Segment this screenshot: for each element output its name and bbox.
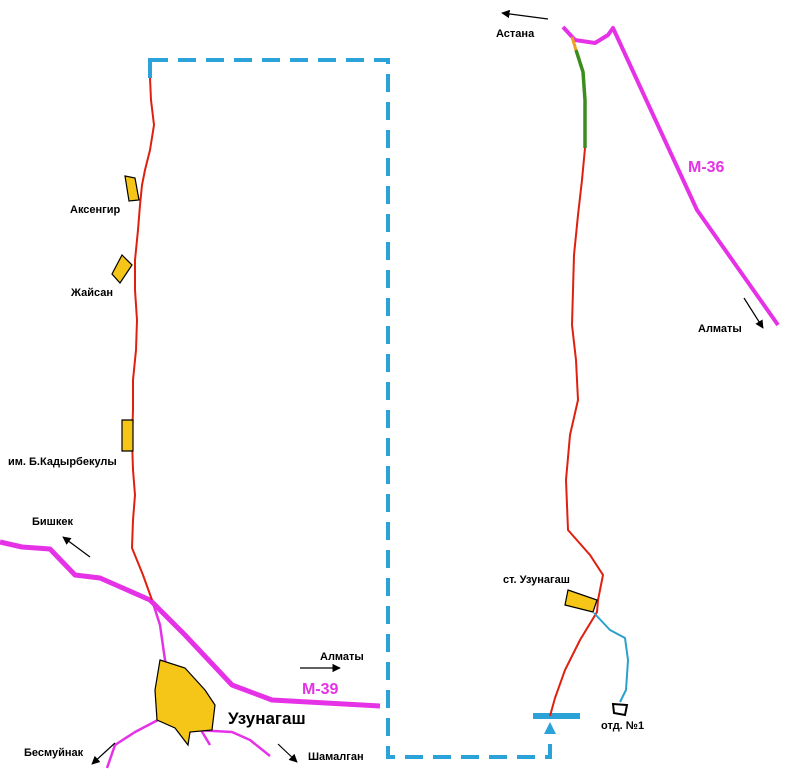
settlement-kadyrbekuly — [121, 419, 134, 452]
arrow-besmuinak-icon — [91, 742, 116, 765]
label-bishkek: Бишкек — [32, 516, 73, 528]
arrow-bishkek-icon — [62, 536, 91, 558]
label-almaty-left: Алматы — [320, 651, 364, 663]
label-zhaisan: Жайсан — [70, 287, 113, 299]
local-road-shamalgan — [194, 728, 271, 757]
arrow-astana-icon — [501, 9, 549, 20]
arrow-shamalgan-icon — [277, 743, 298, 763]
label-st-uzunagash: ст. Узунагаш — [503, 574, 570, 586]
right-route-green-segment — [574, 49, 587, 148]
m39-highway-line — [0, 539, 381, 709]
label-uzunagash: Узунагаш — [228, 709, 306, 728]
label-otd1: отд. №1 — [601, 720, 644, 732]
branch-to-otd1 — [593, 612, 630, 703]
label-m39: М-39 — [302, 681, 339, 698]
label-besmuinak: Бесмуйнак — [24, 747, 84, 759]
label-aksengir: Аксенгир — [70, 204, 121, 216]
label-m36: М-36 — [688, 159, 725, 176]
right-route-upper-orange — [570, 36, 578, 51]
dashed-connector-frame — [150, 58, 552, 759]
settlement-uzunagash — [154, 659, 216, 747]
label-almaty-right: Алматы — [698, 323, 742, 335]
left-route-line — [130, 77, 161, 626]
right-route-line — [549, 147, 605, 717]
settlement-otd1 — [611, 702, 629, 717]
label-astana: Астана — [496, 28, 535, 40]
settlement-st-uzunagash — [564, 589, 598, 613]
m36-highway-line — [561, 25, 780, 327]
settlement-aksengir — [124, 175, 140, 202]
dashed-frame-end-arrow — [544, 722, 556, 734]
label-shamalgan: Шамалган — [308, 751, 364, 763]
label-kadyrbekuly: им. Б.Кадырбекулы — [8, 456, 117, 468]
settlement-zhaisan — [111, 253, 133, 284]
arrow-almaty-right-icon — [743, 297, 764, 329]
